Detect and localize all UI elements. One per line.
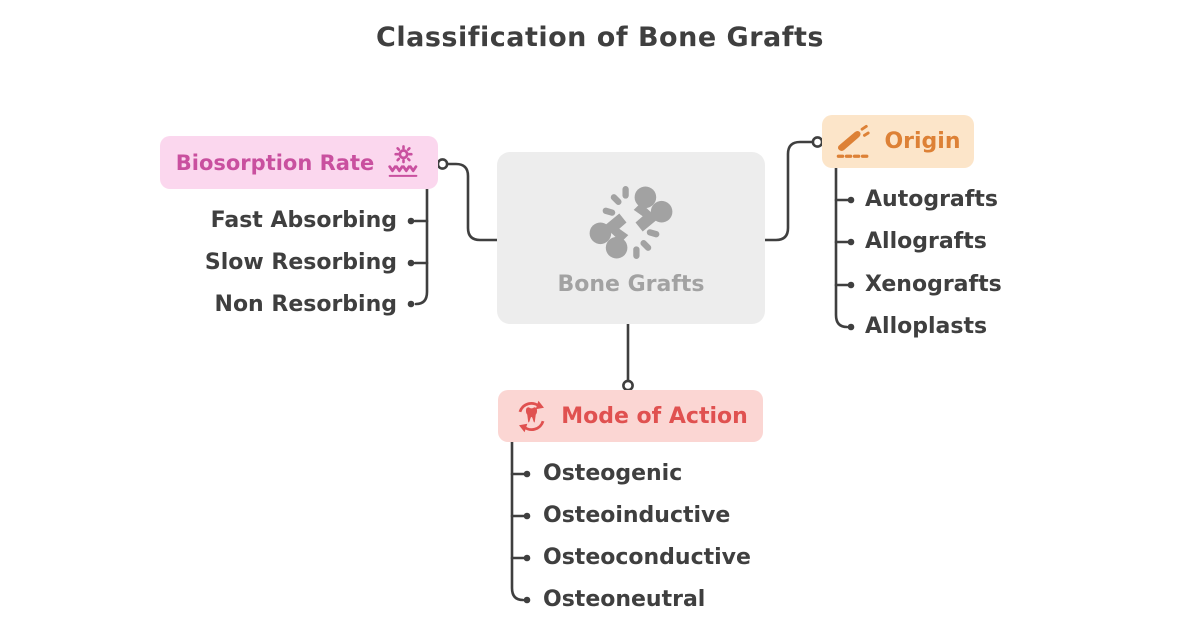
leaf-alloplasts[interactable]: Alloplasts xyxy=(865,314,988,339)
scalpel-incision-icon xyxy=(837,124,871,158)
spine-mode xyxy=(510,440,525,602)
leaf-osteoneutral[interactable]: Osteoneutral xyxy=(543,587,706,612)
center-node-label: Bone Grafts xyxy=(557,271,705,297)
bone-break-icon xyxy=(589,185,673,259)
branch-node-biosorption-rate[interactable]: Biosorption Rate xyxy=(160,136,438,189)
leaf-osteoinductive[interactable]: Osteoinductive xyxy=(543,503,731,528)
tooth-rotation-icon xyxy=(518,400,545,432)
spine-biosorption xyxy=(414,187,429,306)
leaf-non-resorbing[interactable]: Non Resorbing xyxy=(214,292,397,317)
edge-dot-biosorption xyxy=(436,158,449,170)
leaf-osteogenic[interactable]: Osteogenic xyxy=(543,461,683,486)
diagram-title: Classification of Bone Grafts xyxy=(376,22,824,53)
branch-label-origin: Origin xyxy=(884,129,961,154)
branch-label-mode-of-action: Mode of Action xyxy=(561,403,748,429)
sun-absorption-icon xyxy=(388,145,418,177)
edge-dot-mode xyxy=(622,379,634,392)
leaf-xenografts[interactable]: Xenografts xyxy=(865,272,1002,297)
leaf-fast-absorbing[interactable]: Fast Absorbing xyxy=(210,208,397,233)
center-node-bone-grafts[interactable]: Bone Grafts xyxy=(497,152,765,324)
leaf-allografts[interactable]: Allografts xyxy=(865,229,987,254)
leaf-autografts[interactable]: Autografts xyxy=(865,187,998,212)
branch-label-biosorption-rate: Biosorption Rate xyxy=(175,150,375,175)
leaf-osteoconductive[interactable]: Osteoconductive xyxy=(543,545,751,570)
branch-node-origin[interactable]: Origin xyxy=(822,115,974,168)
edge-center-to-origin xyxy=(763,140,815,242)
branch-node-mode-of-action[interactable]: Mode of Action xyxy=(498,390,763,442)
edge-biosorption-to-center xyxy=(446,162,499,242)
leaf-slow-resorbing[interactable]: Slow Resorbing xyxy=(204,250,397,275)
spine-origin xyxy=(834,166,849,329)
edge-dot-origin xyxy=(811,136,824,148)
